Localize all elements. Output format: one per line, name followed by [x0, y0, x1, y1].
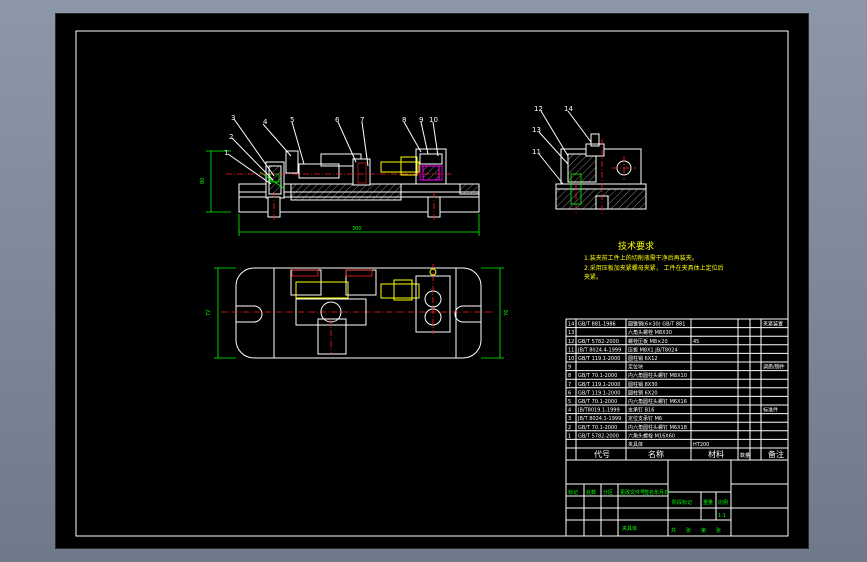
bom-cell-no: 2 [568, 425, 571, 431]
bom-cell-code: GB/T 119.1-2000 [578, 390, 620, 396]
bom-header-qty: 数量 [740, 452, 750, 459]
tb-sheet-3: 第 [701, 527, 706, 534]
bom-cell-name: 六角头螺栓 M8X30 [628, 329, 672, 336]
bom-cell-code: GB/T 119.1-2000 [578, 382, 620, 388]
bom-cell-name: 六角头螺栓 M16X60 [628, 432, 675, 439]
bom-cell-code: GB/T 5782-2000 [578, 433, 619, 439]
side-view: 12 14 13 11 [532, 105, 647, 214]
bom-cell-code: JB/T 8024.1-1999 [577, 416, 621, 422]
bom-cell-no: 10 [568, 356, 574, 362]
bom-material-cell: 45 [693, 339, 699, 345]
balloon-13: 13 [532, 126, 541, 134]
bom-remark-cell: 调质/钢件 [763, 364, 785, 371]
technical-requirements: 技术要求 1.装夹前工件上的切削液需干净后再装夹。 2.采用压板加夹紧螺母夹紧，… [584, 240, 724, 281]
bom-header-remark: 备注 [768, 449, 784, 459]
tb-sheet-4: 张 [716, 527, 721, 534]
tb-label-3: 分区 [603, 489, 613, 496]
balloon-7: 7 [360, 116, 364, 124]
bom-cell-code: GB/T 5782-2000 [578, 339, 619, 345]
bom-cell-no: 8 [568, 373, 571, 379]
sheet-border-outer [75, 30, 789, 537]
tb-sheet-1: 共 [671, 527, 676, 534]
tb-label-6: 年月日 [654, 489, 669, 496]
balloon-8: 8 [402, 116, 406, 124]
bom-cell-no: 11 [568, 347, 574, 353]
bom-cell-code: GB/T 70.1-2000 [578, 425, 617, 431]
cad-drawing-canvas[interactable]: 80 300 3 2 1 4 5 6 7 8 9 10 [55, 13, 809, 549]
tech-req-line-1: 1.装夹前工件上的切削液需干净后再装夹。 [584, 254, 698, 262]
bom-header-material: 材料 [708, 449, 724, 459]
tb-label-4: 更改文件号 [620, 489, 645, 496]
tb-weight: 重量 [703, 499, 713, 506]
balloon-2: 2 [229, 133, 233, 141]
front-height-dim: 80 [200, 178, 206, 184]
tech-req-title: 技术要求 [618, 240, 654, 252]
drawing-sheet: 80 300 3 2 1 4 5 6 7 8 9 10 [75, 30, 789, 537]
bom-cell-name: 定位块 [628, 364, 643, 371]
bom-cell-code: GB/T 881-1986 [578, 322, 616, 328]
bom-cell-no: 3 [568, 416, 571, 422]
front-length-dim: 300 [352, 226, 362, 232]
bom-cell-name: 圆柱销 6X20 [628, 389, 658, 396]
balloon-6: 6 [335, 116, 340, 124]
balloon-3: 3 [231, 114, 235, 122]
bom-cell-code: JB/T8019.1-1999 [577, 408, 620, 414]
bom-cell-no: 5 [568, 399, 571, 405]
bom-cell-code: JB/T 8024.4-1999 [577, 347, 621, 353]
bom-header-name: 名称 [648, 449, 664, 459]
bom-cell-no: 12 [568, 339, 574, 345]
balloon-5: 5 [290, 116, 294, 124]
tech-req-line-2: 2.采用压板加夹紧螺母夹紧， 工件在夹具体上定位后 [584, 264, 724, 272]
bom-cell-no: 14 [568, 322, 574, 328]
balloon-14: 14 [564, 105, 573, 113]
tb-scale-value: 1:1 [718, 513, 726, 519]
bom-material-cell: HT200 [693, 442, 709, 448]
bom-cell-name: 圆柱销 6X12 [628, 355, 658, 362]
top-dim-left: 72 [206, 310, 212, 316]
tb-scale: 比例 [718, 499, 728, 506]
top-base-outline [235, 267, 482, 359]
bom-cell-no: 13 [568, 330, 574, 336]
bom-cell-code: GB/T 70.1-2000 [578, 373, 617, 379]
top-dim-right: 76 [504, 310, 510, 316]
bom-cell-code: GB/T 119.1-2000 [578, 356, 620, 362]
title-block: 标记 处数 分区 更改文件号 签名 年月日 阶段标记 重量 比例 1:1 共 张… [565, 459, 789, 537]
bom-cell-no: 6 [568, 390, 571, 396]
bom-header-code: 代号 [594, 449, 610, 459]
bom-cell-no: 9 [568, 365, 571, 371]
tb-label-1: 标记 [568, 489, 578, 496]
balloon-10: 10 [429, 116, 438, 124]
bom-cell-name: 螺栓压板 M8×20 [628, 338, 668, 345]
balloon-1: 1 [224, 149, 228, 157]
balloon-12: 12 [534, 105, 543, 113]
bom-cell-code: GB/T 70.1-2000 [578, 399, 617, 405]
tb-drawing-name: 夹具体 [622, 525, 637, 532]
balloon-4: 4 [263, 118, 268, 126]
bom-cell-name: 压板 M8X1 JB/T8024 [628, 346, 678, 353]
bom-cell-name: 内六角圆柱头螺钉 M8X10 [628, 372, 687, 379]
top-view: 72 76 [206, 264, 510, 359]
bom-cell-no: 7 [568, 382, 571, 388]
bom-cell-name: 内六角圆柱头螺钉 M6X16 [628, 398, 687, 405]
tb-label-5: 签名 [644, 489, 654, 496]
bom-cell-name: 内六角圆柱头螺钉 M6X18 [628, 424, 687, 431]
balloon-9: 9 [419, 116, 423, 124]
bom-cell-name: 圆锥销(6×30) GB/T 881 [628, 321, 685, 328]
bom-cell-name: 圆柱销 8X30 [628, 381, 658, 388]
bom-cell-name: 夹具体 [628, 441, 643, 448]
tech-req-line-3: 夹紧。 [584, 273, 602, 281]
bom-cell-name: 定位支承钉 M6 [628, 415, 662, 422]
bom-remark-cell: 夹紧装置 [763, 321, 783, 328]
bom-cell-no: 1 [568, 433, 571, 439]
front-view: 80 300 3 2 1 4 5 6 7 8 9 10 [200, 114, 480, 236]
bom-cell-no: 4 [568, 408, 571, 414]
tb-sheet-2: 张 [686, 527, 691, 534]
balloon-11: 11 [532, 148, 541, 156]
tb-stage: 阶段标记 [672, 499, 692, 506]
bom-remark-cell: 标准件 [763, 407, 778, 414]
bom-cell-name: 支承钉 B16 [628, 407, 654, 414]
tb-label-2: 处数 [586, 489, 596, 496]
